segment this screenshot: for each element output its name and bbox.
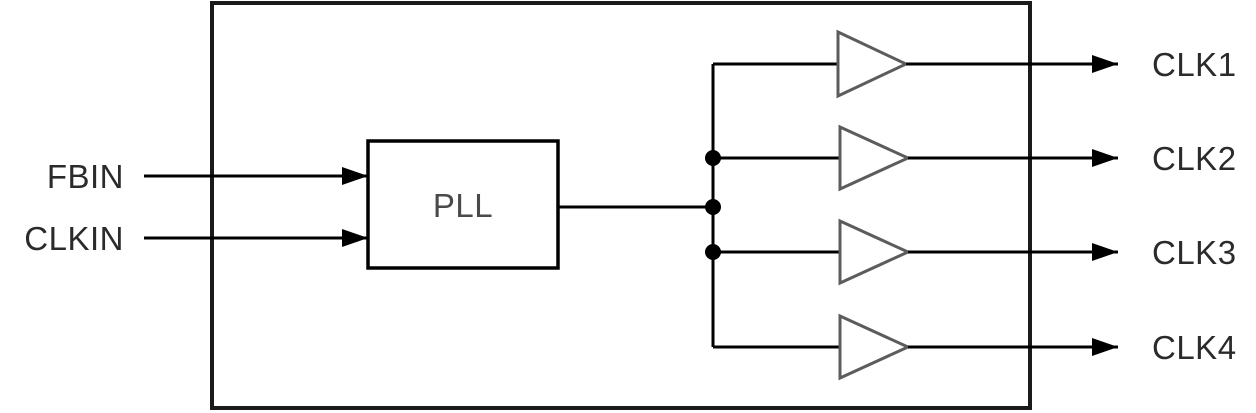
buffer-amplifier-icon-clk4 xyxy=(838,313,912,381)
arrow-head-icon-clk1 xyxy=(1092,55,1118,73)
output-label-clk4: CLK4 xyxy=(1152,329,1237,366)
output-label-clk1: CLK1 xyxy=(1152,46,1237,83)
pll-block-label: PLL xyxy=(433,187,493,224)
buffer-amplifier-icon-clk1 xyxy=(836,29,910,99)
input-signals-group xyxy=(144,167,368,247)
output-label-clk2: CLK2 xyxy=(1152,140,1237,177)
input-label-fbin: FBIN xyxy=(47,158,124,195)
input-label-clkin: CLKIN xyxy=(24,220,124,257)
pll-block-rect[interactable] xyxy=(366,139,560,270)
arrow-head-icon-clk3 xyxy=(1092,243,1118,261)
arrow-head-icon-clk4 xyxy=(1092,338,1118,356)
buffer-amplifier-icon-clk3 xyxy=(838,218,912,286)
arrow-head-icon-clk2 xyxy=(1092,149,1118,167)
output-label-clk3: CLK3 xyxy=(1152,234,1237,271)
buffer-amplifier-icon-clk2 xyxy=(838,124,912,192)
chip-boundary-rect xyxy=(210,1,1032,410)
arrow-head-icon-input-clkin xyxy=(342,229,368,247)
clock-outputs-group xyxy=(713,29,1118,381)
wire-junction-dot-icon-2 xyxy=(705,199,721,215)
arrow-head-icon-input-fbin xyxy=(342,167,368,185)
